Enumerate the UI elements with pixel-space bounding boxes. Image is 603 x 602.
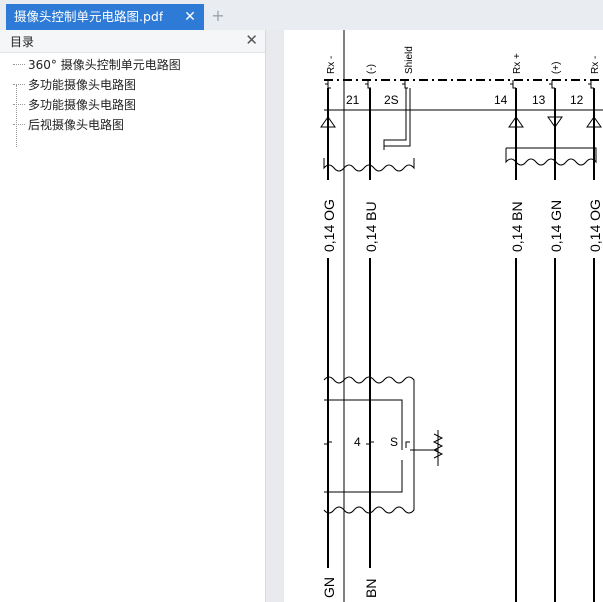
- arrow-up-icon: [508, 116, 524, 128]
- pin-label: Rx +: [512, 53, 523, 74]
- arrow-down-icon: [547, 116, 563, 128]
- shield-line: [383, 88, 407, 150]
- pin-number: 13: [532, 93, 546, 107]
- shield-mark: S: [390, 435, 398, 449]
- pin-terminal: [549, 80, 555, 89]
- wire-label: 0,14 BN: [509, 201, 525, 252]
- pin-label: Rx -: [590, 56, 601, 74]
- pin-number: 21: [346, 93, 360, 107]
- wire-label: GN: [321, 577, 337, 598]
- pin-label: Shield: [404, 46, 415, 74]
- close-icon[interactable]: ✕: [245, 31, 258, 49]
- shield-line: [384, 88, 411, 147]
- document-viewport[interactable]: Rx - (-) Shield Rx + (+) Rx - 21 2S 14 1…: [284, 30, 603, 602]
- toc-connector: [13, 84, 25, 85]
- pin-label: (-): [366, 64, 377, 74]
- shield-line: [324, 399, 403, 450]
- pin-terminal: [588, 80, 594, 89]
- ground-symbol: [410, 430, 444, 466]
- circuit-diagram: Rx - (-) Shield Rx + (+) Rx - 21 2S 14 1…: [320, 30, 603, 602]
- pin-terminal: [366, 441, 374, 448]
- tab-document[interactable]: 摄像头控制单元电路图.pdf ✕: [6, 4, 204, 30]
- pin-terminal: [365, 80, 371, 89]
- close-tab-icon[interactable]: ✕: [184, 9, 196, 25]
- pin-number: 14: [494, 93, 508, 107]
- toc-item-label: 多功能摄像头电路图: [28, 98, 137, 112]
- wire-label: 0,14 OG: [321, 199, 337, 252]
- pin-terminal: [510, 80, 516, 89]
- pin-number: 2S: [384, 93, 399, 107]
- new-tab-icon[interactable]: +: [211, 6, 225, 25]
- pin-label: Rx -: [326, 56, 337, 74]
- arrow-up-icon: [586, 116, 602, 128]
- tab-title: 摄像头控制单元电路图.pdf: [14, 9, 164, 24]
- toc-item-label: 后视摄像头电路图: [28, 118, 125, 132]
- toc-item-label: 多功能摄像头电路图: [28, 78, 137, 92]
- pin-label: (+): [551, 62, 562, 75]
- wire-label: BN: [363, 579, 379, 598]
- toc-connector: [13, 104, 25, 105]
- toc-header: 目录 ✕: [0, 30, 265, 53]
- page-gutter: [266, 30, 284, 602]
- pin-number: 12: [570, 93, 584, 107]
- pin-terminal: [325, 80, 331, 89]
- wire-label: 0,14 OG: [587, 199, 603, 252]
- shield-line: [324, 460, 403, 493]
- tab-bar: 摄像头控制单元电路图.pdf ✕ +: [0, 0, 603, 31]
- toc-title: 目录: [10, 35, 35, 49]
- pin-terminal: [402, 80, 408, 89]
- harness-break: [505, 147, 597, 166]
- harness-break: [323, 158, 415, 172]
- pin-terminal: [324, 441, 332, 448]
- toc-item-label: 360° 摄像头控制单元电路图: [28, 58, 181, 72]
- arrow-up-icon: [320, 116, 336, 128]
- toc-connector: [13, 64, 25, 65]
- wire-label: 0,14 GN: [548, 200, 564, 252]
- toc-sidebar: 目录 ✕ 360° 摄像头控制单元电路图 多功能摄像头电路图 多功能摄像头电路图…: [0, 30, 266, 602]
- toc-tree-line: [16, 85, 17, 147]
- pin-terminal: [405, 441, 410, 448]
- harness-break: [323, 376, 415, 514]
- wire-label: 0,14 BU: [363, 201, 379, 252]
- toc-connector: [13, 124, 25, 125]
- pin-number: 4: [354, 435, 361, 449]
